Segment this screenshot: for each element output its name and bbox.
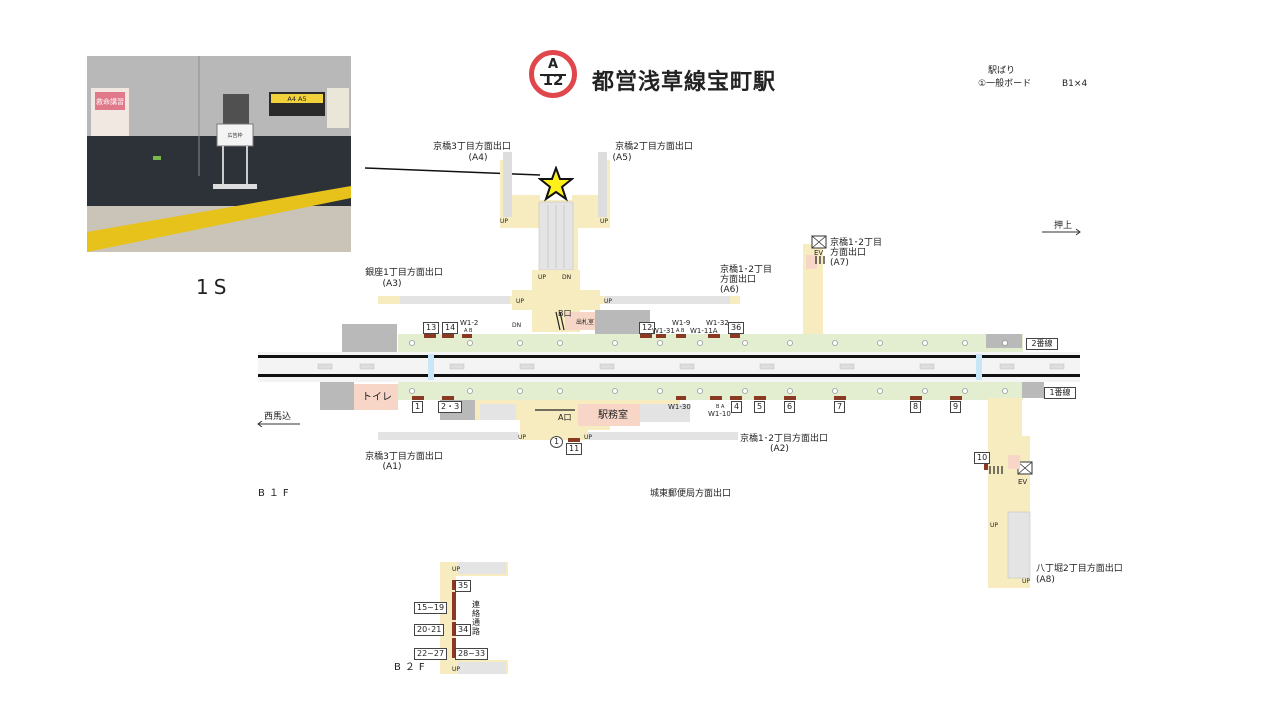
elevator-a7-label: EV — [814, 249, 824, 257]
board-w1-10: W1-10 — [708, 410, 731, 418]
stairs-up-a5: UP — [600, 218, 609, 225]
stairs-dn-platform: DN — [512, 322, 522, 329]
star-icon — [538, 166, 574, 202]
board-13: 13 — [423, 322, 440, 334]
exit-a4-code: (A4) — [468, 153, 488, 163]
board-w1-2-sub: A B — [464, 328, 473, 334]
station-number-badge: A 12 — [529, 50, 577, 98]
board-2-3: 2・3 — [438, 401, 463, 413]
board-w1-10-sub: B A — [716, 404, 725, 410]
exit-a6-name-1: 京橋1･2丁目 — [720, 265, 772, 275]
stairs-up-a8-2: UP — [1022, 578, 1031, 585]
stairs-up-b2f-bottom: UP — [452, 666, 461, 673]
board-w1-2: W1-2 — [460, 319, 479, 327]
exit-post-office: 城東郵便局方面出口 — [650, 489, 732, 499]
board-w1-31: W1-31 — [652, 327, 675, 335]
station-number: 12 — [542, 71, 564, 89]
exit-a6-code: (A6) — [720, 285, 739, 295]
exit-a3-code: (A3) — [382, 279, 402, 289]
board-12: 12 — [639, 322, 656, 334]
exit-a3-name: 銀座1丁目方面出口 — [365, 268, 443, 278]
board-w1-9-sub: A B — [676, 328, 685, 334]
stairs-up-a3: UP — [516, 298, 525, 305]
floor-b1f-label: B１F — [258, 488, 293, 499]
station-title: 都営浅草線宝町駅 — [592, 70, 777, 95]
station-office-label: 駅務室 — [598, 410, 628, 421]
board-20-21: 20･21 — [414, 624, 445, 636]
board-1: 1 — [412, 401, 424, 413]
board-34: 34 — [455, 624, 472, 636]
stairs-up-main: UP — [538, 274, 547, 281]
ticket-office-label: 出札室 — [576, 319, 595, 326]
info-ad-type: 駅ばり — [988, 66, 1016, 76]
exit-a7-name-2: 方面出口 — [830, 248, 867, 258]
stairs-up-a1: UP — [518, 434, 527, 441]
board-11: 11 — [566, 443, 583, 455]
exit-a8-name: 八丁堀2丁目方面出口 — [1036, 564, 1123, 574]
exit-a8-code: (A8) — [1036, 575, 1055, 585]
board-location-photo: 救命講習 A4 A5 広告枠 — [87, 56, 351, 252]
exit-a1-name: 京橋3丁目方面出口 — [365, 452, 443, 462]
exit-a4-name: 京橋3丁目方面出口 — [433, 142, 511, 152]
board-22-27: 22~27 — [414, 648, 448, 660]
board-w1-32: W1-32 — [706, 319, 729, 327]
exit-a7-name-1: 京橋1･2丁目 — [830, 238, 882, 248]
board-14: 14 — [442, 322, 459, 334]
exit-a7-code: (A7) — [830, 258, 849, 268]
track-2-label: 2番線 — [1026, 338, 1058, 350]
exit-a1-code: (A1) — [382, 462, 402, 472]
board-location-code: 1S — [196, 275, 232, 299]
elevator-a8-label: EV — [1018, 478, 1028, 486]
direction-oshiage: 押上 — [1054, 221, 1073, 231]
stairs-up-b2f-top: UP — [452, 566, 461, 573]
board-w1-11a: W1-11A — [690, 327, 718, 335]
board-w1-30: W1-30 — [668, 403, 691, 411]
line-letter: A — [547, 57, 559, 72]
photo-board-text: 広告枠 — [227, 132, 242, 139]
stairs-up-a2: UP — [584, 434, 593, 441]
board-9: 9 — [950, 401, 962, 413]
board-10: 10 — [974, 452, 991, 464]
stairs-up-a6: UP — [604, 298, 613, 305]
board-36: 36 — [728, 322, 745, 334]
floor-b2f-label: B２F — [394, 662, 429, 673]
board-circle-1: 1 — [550, 436, 563, 448]
exit-a5-name: 京橋2丁目方面出口 — [615, 142, 693, 152]
board-28-33: 28~33 — [455, 648, 489, 660]
stairs-dn-main: DN — [562, 274, 572, 281]
board-w1-9: W1-9 — [672, 319, 691, 327]
board-6: 6 — [784, 401, 796, 413]
photo-poster-text: 救命講習 — [96, 97, 124, 106]
stairs-up-a4: UP — [500, 218, 509, 225]
gate-a-label: A口 — [558, 413, 572, 422]
board-15-19: 15~19 — [414, 602, 448, 614]
board-8: 8 — [910, 401, 922, 413]
info-board-type: ①一般ボード — [978, 79, 1032, 89]
photo-sign-text: A4 A5 — [287, 95, 306, 103]
board-4: 4 — [731, 401, 743, 413]
direction-nishimagome: 西馬込 — [264, 412, 292, 422]
info-board-size: B1×4 — [1062, 79, 1088, 89]
exit-a6-name-2: 方面出口 — [720, 275, 757, 285]
board-35: 35 — [455, 580, 472, 592]
board-5: 5 — [754, 401, 766, 413]
exit-a2-name: 京橋1･2丁目方面出口 — [740, 434, 828, 444]
exit-a2-code: (A2) — [770, 444, 789, 454]
stairs-up-a8: UP — [990, 522, 999, 529]
corridor-label: 連絡通路 — [472, 600, 480, 636]
toilet-label: トイレ — [362, 392, 392, 403]
board-7: 7 — [834, 401, 846, 413]
exit-a5-code: (A5) — [612, 153, 632, 163]
gate-b-label: B口 — [558, 309, 572, 318]
track-1-label: 1番線 — [1044, 387, 1076, 399]
